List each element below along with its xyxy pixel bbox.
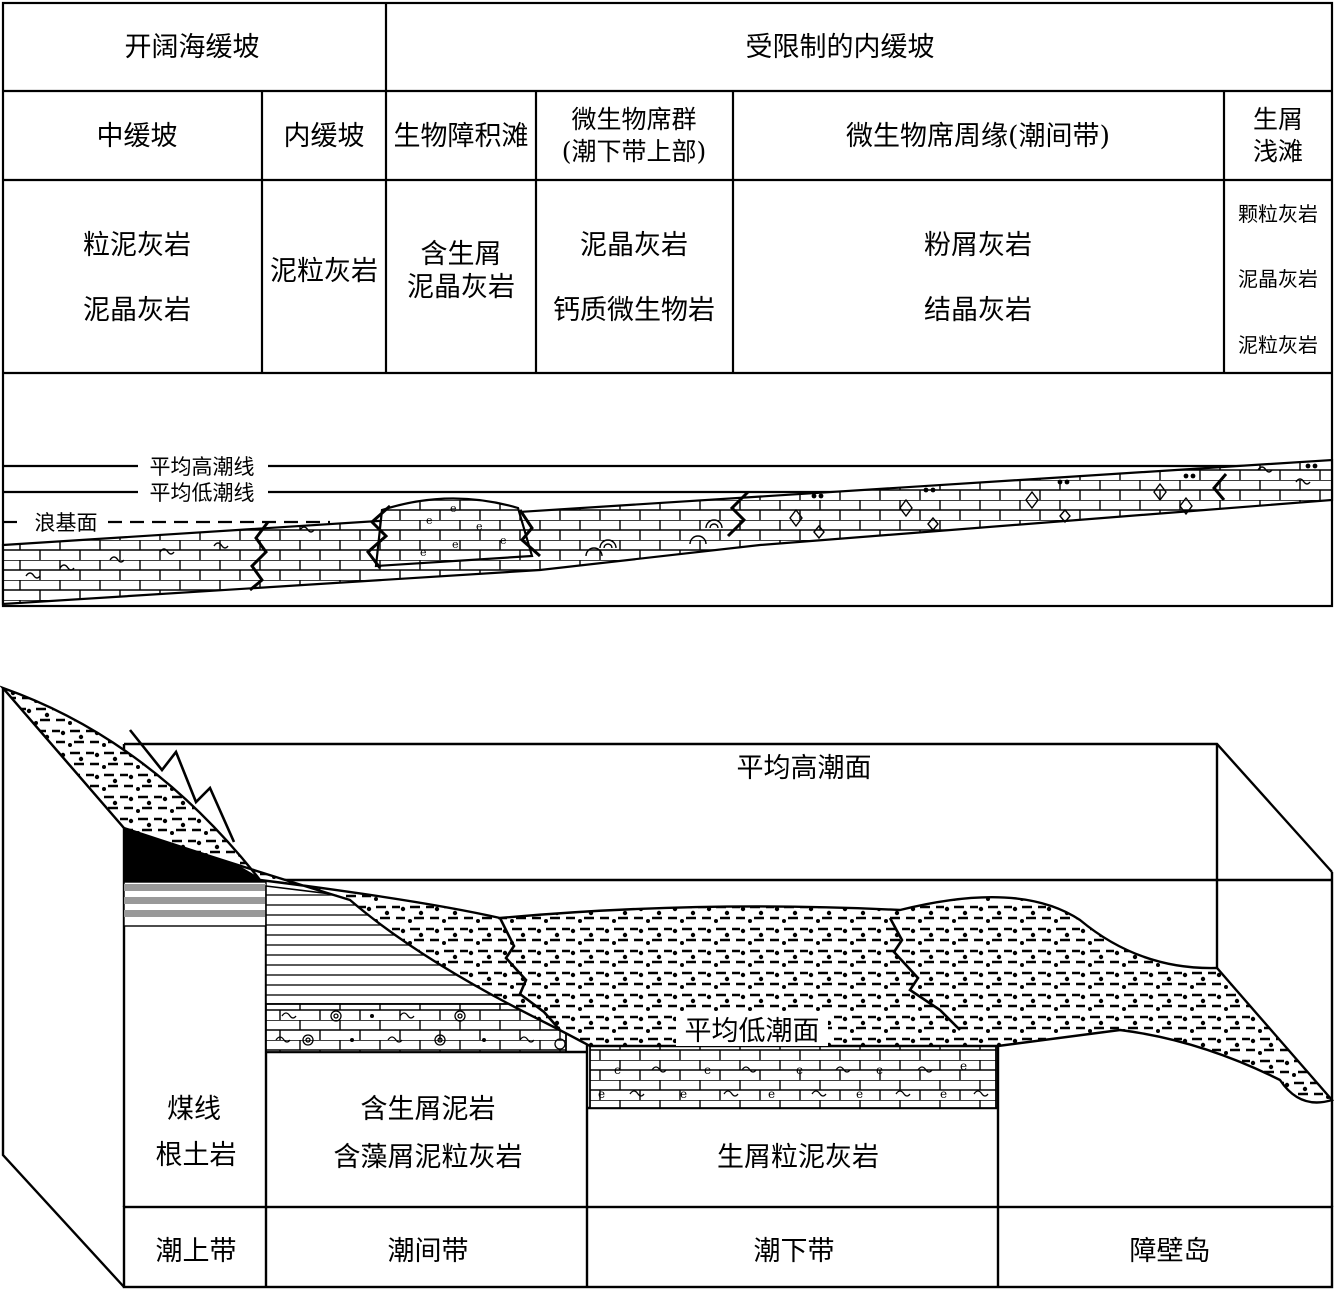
zone-microbial-mat-margin: 微生物席周缘(潮间带) (846, 121, 1110, 152)
litho-supratidal-2: 根土岩 (156, 1140, 237, 1171)
litho-intertidal-1: 含生屑泥岩 (361, 1094, 496, 1125)
svg-text:e: e (796, 1063, 803, 1077)
litho-middle-ramp-2: 泥晶灰岩 (83, 295, 191, 326)
zone-bioclastic-shoal-line1: 生屑 (1253, 105, 1303, 134)
svg-text:e: e (476, 520, 483, 533)
litho-microbial-margin-1: 粉屑灰岩 (924, 230, 1032, 261)
svg-text:e: e (768, 1087, 775, 1101)
mean-low-tide-surface-label: 平均低潮面 (685, 1016, 820, 1047)
svg-text:e: e (500, 534, 507, 547)
litho-microbial-group-2: 钙质微生物岩 (553, 295, 715, 326)
svg-text:e: e (960, 1059, 967, 1073)
svg-text:e: e (450, 502, 457, 515)
svg-text:e: e (598, 1087, 605, 1101)
zone-microbial-mat-group-note: (潮下带上部) (562, 137, 707, 166)
svg-text:e: e (876, 1063, 883, 1077)
litho-intertidal-2: 含藻屑泥粒灰岩 (334, 1142, 523, 1173)
svg-text:e: e (856, 1087, 863, 1101)
zone-bioclastic-shoal-line2: 浅滩 (1253, 137, 1303, 166)
litho-shoal-3: 泥粒灰岩 (1238, 333, 1318, 357)
mean-low-tide-line-label: 平均低潮线 (150, 481, 255, 505)
wave-base-label: 浪基面 (35, 511, 98, 535)
svg-text:e: e (426, 514, 433, 527)
zone-middle-ramp: 中缓坡 (97, 121, 178, 152)
zone-bioherm-shoal: 生物障积滩 (394, 121, 529, 152)
zone-supratidal: 潮上带 (156, 1236, 237, 1267)
litho-middle-ramp-1: 粒泥灰岩 (83, 230, 191, 261)
litho-shoal-2: 泥晶灰岩 (1238, 267, 1318, 291)
svg-text:e: e (420, 546, 427, 559)
mean-high-tide-line-label: 平均高潮线 (150, 455, 255, 479)
header-open-sea-ramp: 开阔海缓坡 (125, 32, 260, 63)
litho-microbial-group-1: 泥晶灰岩 (580, 230, 688, 261)
zone-subtidal: 潮下带 (754, 1236, 835, 1267)
litho-bioherm-1: 含生屑 (421, 239, 502, 270)
svg-text:e: e (452, 538, 459, 551)
svg-text:e: e (704, 1063, 711, 1077)
zone-inner-ramp: 内缓坡 (284, 121, 365, 152)
litho-bioherm-2: 泥晶灰岩 (407, 272, 515, 303)
zone-intertidal: 潮间带 (388, 1236, 469, 1267)
header-restricted-inner-ramp: 受限制的内缓坡 (746, 32, 935, 63)
litho-shoal-1: 颗粒灰岩 (1238, 202, 1318, 226)
svg-text:e: e (680, 1087, 687, 1101)
svg-text:e: e (614, 1063, 621, 1077)
zone-barrier-island: 障壁岛 (1130, 1236, 1211, 1267)
litho-inner-ramp: 泥粒灰岩 (270, 256, 378, 287)
litho-microbial-margin-2: 结晶灰岩 (924, 295, 1032, 326)
mean-high-tide-surface-label: 平均高潮面 (737, 753, 872, 784)
zone-microbial-mat-group: 微生物席群 (571, 105, 696, 134)
litho-subtidal: 生屑粒泥灰岩 (717, 1142, 879, 1173)
litho-supratidal-1: 煤线 (167, 1094, 221, 1125)
svg-text:e: e (940, 1087, 947, 1101)
